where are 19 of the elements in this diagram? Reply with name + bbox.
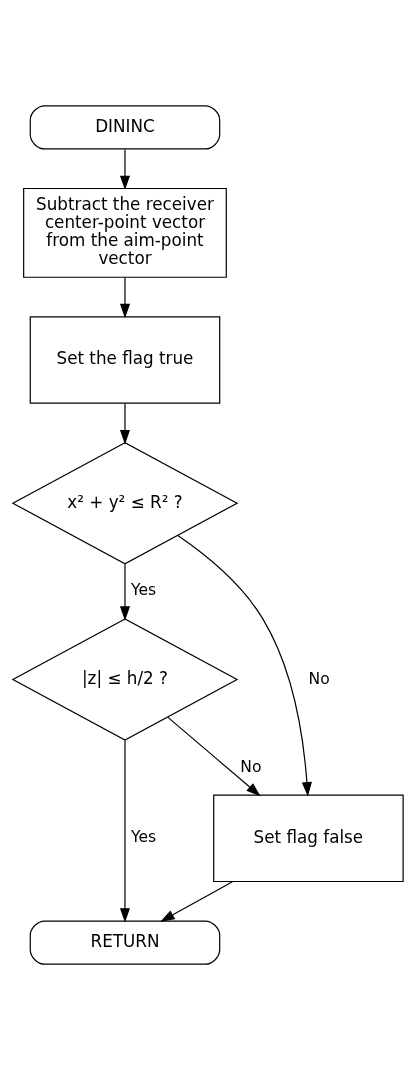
arrow bbox=[119, 276, 130, 318]
node-diamond: x² + y² ≤ R² ? bbox=[11, 441, 239, 564]
arrow bbox=[119, 739, 130, 923]
arrow bbox=[160, 880, 234, 922]
edge-label: Yes bbox=[130, 580, 157, 599]
arrow bbox=[119, 402, 130, 444]
edge-label: Yes bbox=[130, 827, 157, 846]
arrow bbox=[177, 534, 312, 797]
edge-label: No bbox=[308, 669, 330, 688]
node-box: Set the flag true bbox=[29, 315, 221, 404]
arrow bbox=[119, 148, 130, 190]
arrow bbox=[119, 563, 130, 621]
node-box: Set flag false bbox=[213, 794, 404, 882]
node-box: RETURN bbox=[29, 919, 221, 965]
node-box: DININC bbox=[29, 104, 221, 150]
arrow bbox=[167, 716, 261, 796]
node-box: Subtract the receiver center-point vector from the aim-point vector bbox=[23, 187, 227, 278]
edge-label: No bbox=[240, 757, 262, 776]
node-diamond: |z| ≤ h/2 ? bbox=[11, 617, 239, 741]
